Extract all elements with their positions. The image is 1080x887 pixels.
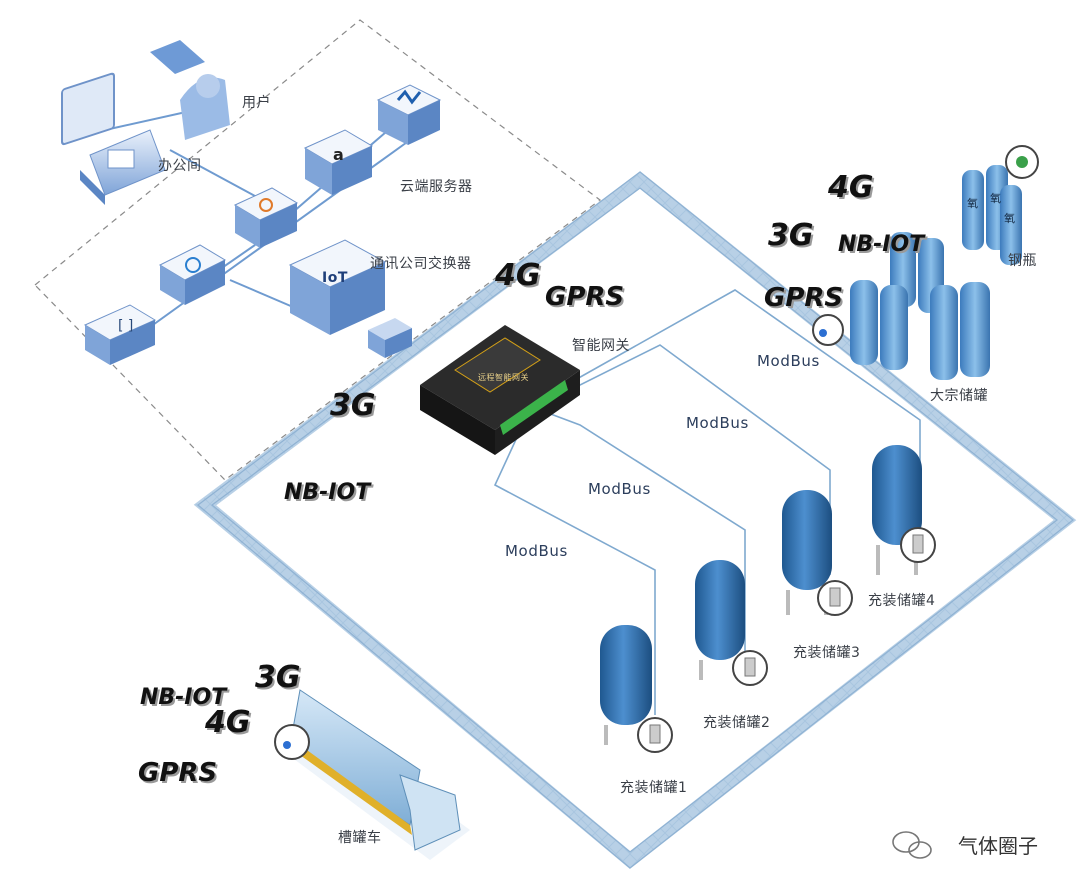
badge-gprs-top: GPRS [764, 283, 844, 313]
server-stack-3 [233, 187, 299, 248]
label-office: 办公间 [158, 158, 202, 174]
badge-3g-truck: 3G [255, 660, 301, 695]
label-tank-4: 充装储罐4 [868, 593, 936, 609]
label-tank-1: 充装储罐1 [620, 780, 688, 796]
gas-cylinders [962, 145, 1039, 265]
badge-gprs-gateway: GPRS [545, 282, 625, 312]
cylinder-label-c: 氧 [1004, 212, 1016, 225]
label-tanker-truck: 槽罐车 [338, 830, 382, 846]
modbus-label-3: ModBus [686, 414, 749, 432]
label-smart-gateway: 智能网关 [572, 338, 630, 354]
badge-4g-gateway: 4G [495, 258, 541, 293]
gateway-device-text: 远程智能网关 [478, 373, 529, 382]
server-stack-cloud [376, 84, 442, 145]
server-stack-1: [ ] [83, 304, 157, 365]
label-telecom-switch: 通讯公司交换器 [370, 256, 472, 272]
telecom-switch-box [288, 239, 387, 335]
amazon-logo-text: a [333, 145, 345, 164]
mobile-user [150, 40, 230, 140]
badge-4g-truck: 4G [205, 705, 251, 740]
badge-nbiot-left: NB-IOT [284, 480, 371, 505]
smart-gateway-device [420, 325, 580, 455]
label-tank-2: 充装储罐2 [703, 715, 771, 731]
svg-text:[ ]: [ ] [118, 318, 133, 334]
badge-gprs-truck: GPRS [138, 758, 218, 788]
modbus-label-4: ModBus [757, 352, 820, 370]
badge-nbiot-truck: NB-IOT [140, 685, 227, 710]
wechat-icon [892, 831, 932, 859]
modbus-label-2: ModBus [588, 480, 651, 498]
cylinder-label-a: 氧 [967, 197, 979, 210]
label-cylinders: 钢瓶 [1008, 253, 1037, 269]
label-tank-3: 充装储罐3 [793, 645, 861, 661]
tanker-truck-image [274, 689, 470, 860]
label-cloud-server: 云端服务器 [400, 179, 473, 195]
modbus-label-1: ModBus [505, 542, 568, 560]
filling-tank-4 [872, 445, 936, 575]
firewall-icon [368, 318, 412, 358]
iot-data-logo-text: IoT [322, 270, 348, 286]
truss-frame [193, 171, 1077, 869]
cylinder-label-b: 氧 [990, 192, 1002, 205]
server-stack-amazon [303, 129, 374, 195]
filling-tank-2 [695, 560, 768, 686]
label-bulk-tanks: 大宗储罐 [930, 388, 988, 404]
office-workstation [61, 72, 166, 205]
watermark: 气体圈子 [958, 830, 1038, 859]
badge-3g-top: 3G [768, 218, 814, 253]
badge-nbiot-top: NB-IOT [838, 232, 925, 257]
filling-tank-3 [782, 490, 853, 616]
bulk-storage-tanks [812, 232, 990, 380]
server-stack-2 [158, 244, 227, 305]
watermark-text: 气体圈子 [958, 834, 1038, 858]
label-user: 用户 [242, 95, 271, 111]
badge-4g-top: 4G [828, 170, 874, 205]
cloud-zone-boundary [34, 19, 602, 481]
filling-tank-1 [600, 625, 673, 753]
badge-3g-left: 3G [330, 388, 376, 423]
